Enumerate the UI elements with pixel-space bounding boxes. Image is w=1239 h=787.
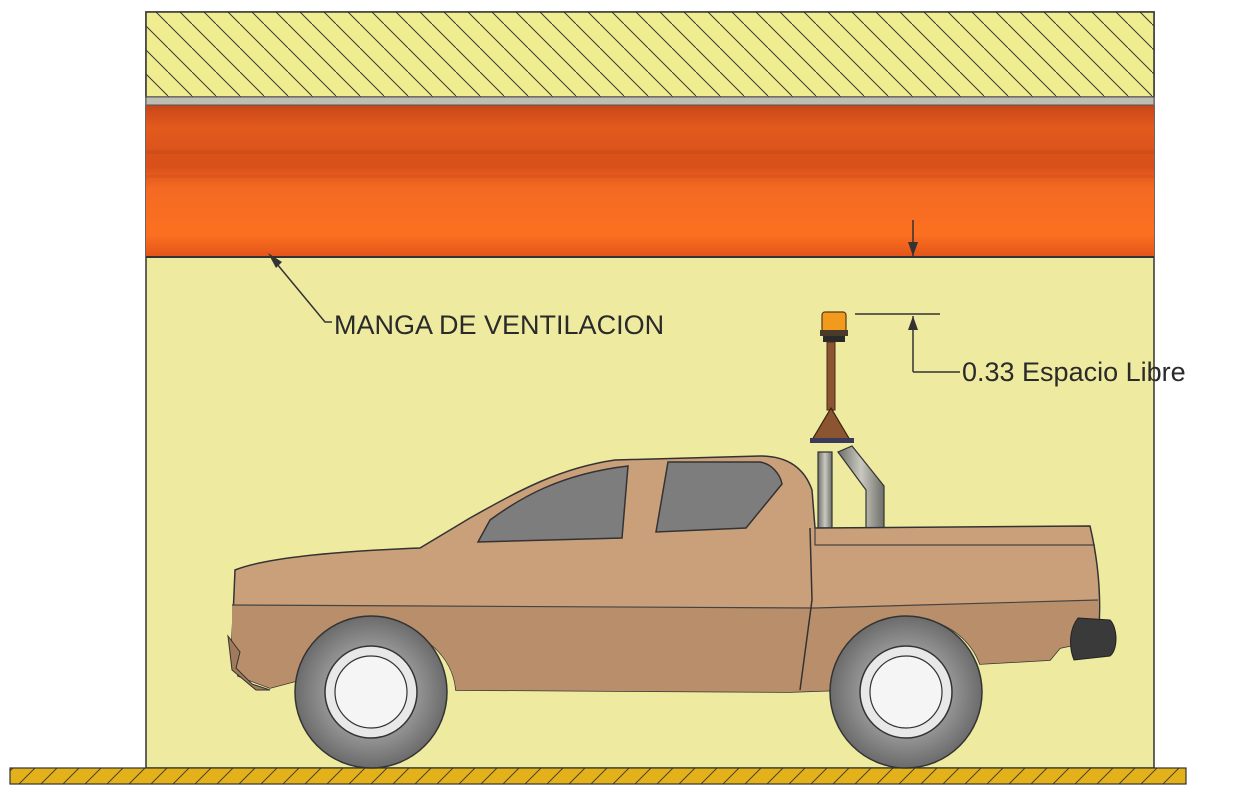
pickup-truck-icon xyxy=(227,455,1117,693)
front-wheel xyxy=(294,615,448,769)
duct-leader xyxy=(268,253,332,323)
duct-label: MANGA DE VENTILACION xyxy=(334,310,664,340)
clearance-label: 0.33 Espacio Libre xyxy=(962,357,1186,387)
rear-wheel xyxy=(829,615,983,769)
ventilation-duct xyxy=(146,104,1154,258)
beacon-light-icon xyxy=(810,311,854,443)
duct-clearance-arrow xyxy=(908,220,918,256)
rock-roof xyxy=(145,11,1155,106)
clearance-dimension xyxy=(855,313,960,373)
floor-slab xyxy=(9,767,1187,785)
